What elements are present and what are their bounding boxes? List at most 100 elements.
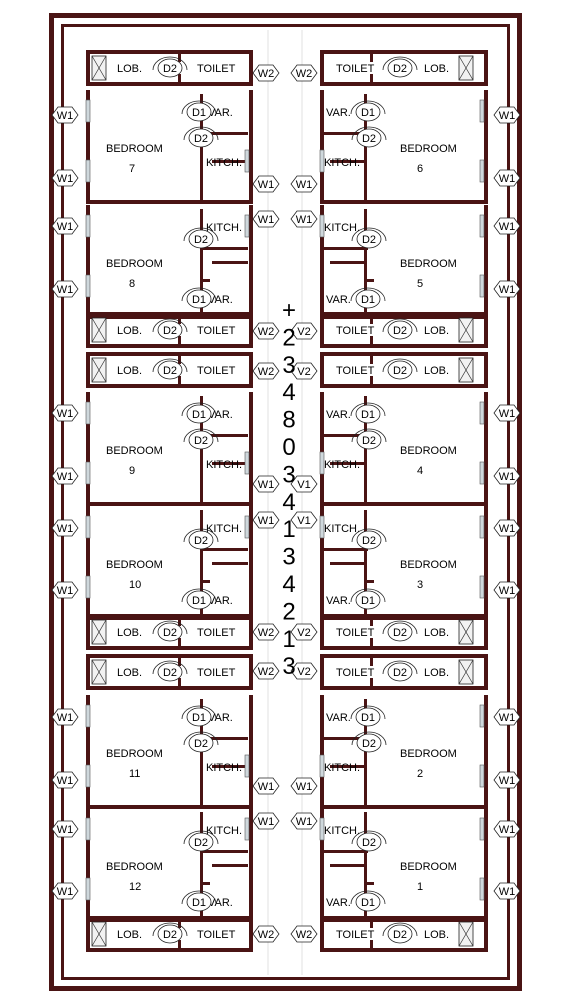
window-tag-shape [252,175,280,193]
partition [330,462,366,465]
window-tag-shape [51,404,79,422]
wet-partition [370,336,373,348]
phone-digit: 1 [282,516,295,543]
door-d2: D2 [351,731,387,753]
wet-band-wall [86,352,90,388]
door-label: D1 [361,107,375,119]
wet-band-wall [320,646,488,650]
bedroom-wall [320,315,488,319]
window-tag-label: W1 [57,775,74,787]
door-swing [183,528,219,543]
door-leaf [186,590,212,610]
door-swing [382,358,418,373]
room-number: 3 [417,579,423,591]
window-tag: W1 [252,812,280,830]
window-tag-shape [51,581,79,599]
partition [200,279,210,282]
door-label: D2 [194,133,208,145]
bedroom-wall [86,506,90,620]
window-tag-w1: W1 [493,467,521,485]
door-swing [183,731,219,746]
door-d2: D2 [183,830,219,852]
door-swing [351,830,387,845]
window-tag-shape [290,322,318,340]
bedroom-wall [86,90,90,204]
window-tag-w1: W1 [493,169,521,187]
window-pane [479,877,485,901]
lobby-window-cross [458,55,474,81]
door-leaf [186,404,212,424]
room-number: 11 [129,768,140,780]
door-swing [152,922,188,937]
wet-partition [370,678,373,690]
window-tag-shape [51,820,79,838]
label-kitchen: KITCH. [324,762,360,774]
door-leaf [387,622,413,642]
window-tag: W1 [252,475,280,493]
bedroom-wall [249,808,253,922]
window-tag-shape [290,662,318,680]
wet-band-wall [86,654,253,658]
window-tag-w1: W1 [493,519,521,537]
window-tag-label: W2 [258,366,275,378]
window-tag-label: W1 [57,110,74,122]
door-swing [152,620,188,635]
window-tag-shape [252,925,280,943]
window-tag-w1: W1 [51,280,79,298]
wet-band-wall [320,916,488,920]
door-swing [351,528,387,543]
door-label: D1 [361,409,375,421]
wet-band-wall [320,686,488,690]
label-toilet: TOILET [336,63,375,75]
door-leaf [188,430,214,450]
inner-wall-bottom [61,977,510,980]
window-tag: V1 [290,475,318,493]
phone-digit: 2 [282,324,295,351]
window-pane [319,214,325,238]
partition [320,132,368,135]
label-kitchen: KITCH. [206,762,242,774]
label-vanity: VAR. [208,897,233,909]
door-label: D1 [361,897,375,909]
bedroom-wall [320,808,324,922]
window-tag: W2 [252,925,280,943]
phone-digit: 3 [282,352,295,379]
window-tag-shape [252,475,280,493]
window-pane [244,754,250,778]
label-lobby: LOB. [424,325,449,337]
partition [212,462,248,465]
window-tag-label: W1 [499,585,516,597]
window-tag-shape [493,519,521,537]
window-pane [319,149,325,173]
phone-digit: 4 [282,571,295,598]
window-tag-w1: W1 [493,820,521,838]
wet-band-wall [86,646,253,650]
wet-band-wall [320,312,488,316]
door-label: D2 [163,627,177,639]
bedroom-wall [86,805,253,809]
room-number: 8 [129,278,135,290]
phone-digit: 4 [282,379,295,406]
door-leaf [186,707,212,727]
door-label: D2 [362,435,376,447]
phone-digit: 8 [282,407,295,434]
door-d2: D2 [183,227,219,249]
window-pane [85,764,91,788]
partition [212,562,248,565]
room-number: 6 [417,163,423,175]
lobby-window [91,55,107,81]
door-d2: D2 [351,428,387,450]
lobby-window [458,921,474,947]
door-leaf [387,924,413,944]
bedroom-wall [484,90,488,204]
door-label: D2 [393,929,407,941]
lobby-window-cross [91,619,107,645]
window-tag-shape [252,64,280,82]
partition [212,261,248,264]
room-number: 12 [129,881,141,893]
label-vanity: VAR. [208,409,233,421]
window-tag-label: W1 [57,585,74,597]
door-swing [152,56,188,71]
window-pane [479,575,485,599]
label-kitchen: KITCH. [324,459,360,471]
